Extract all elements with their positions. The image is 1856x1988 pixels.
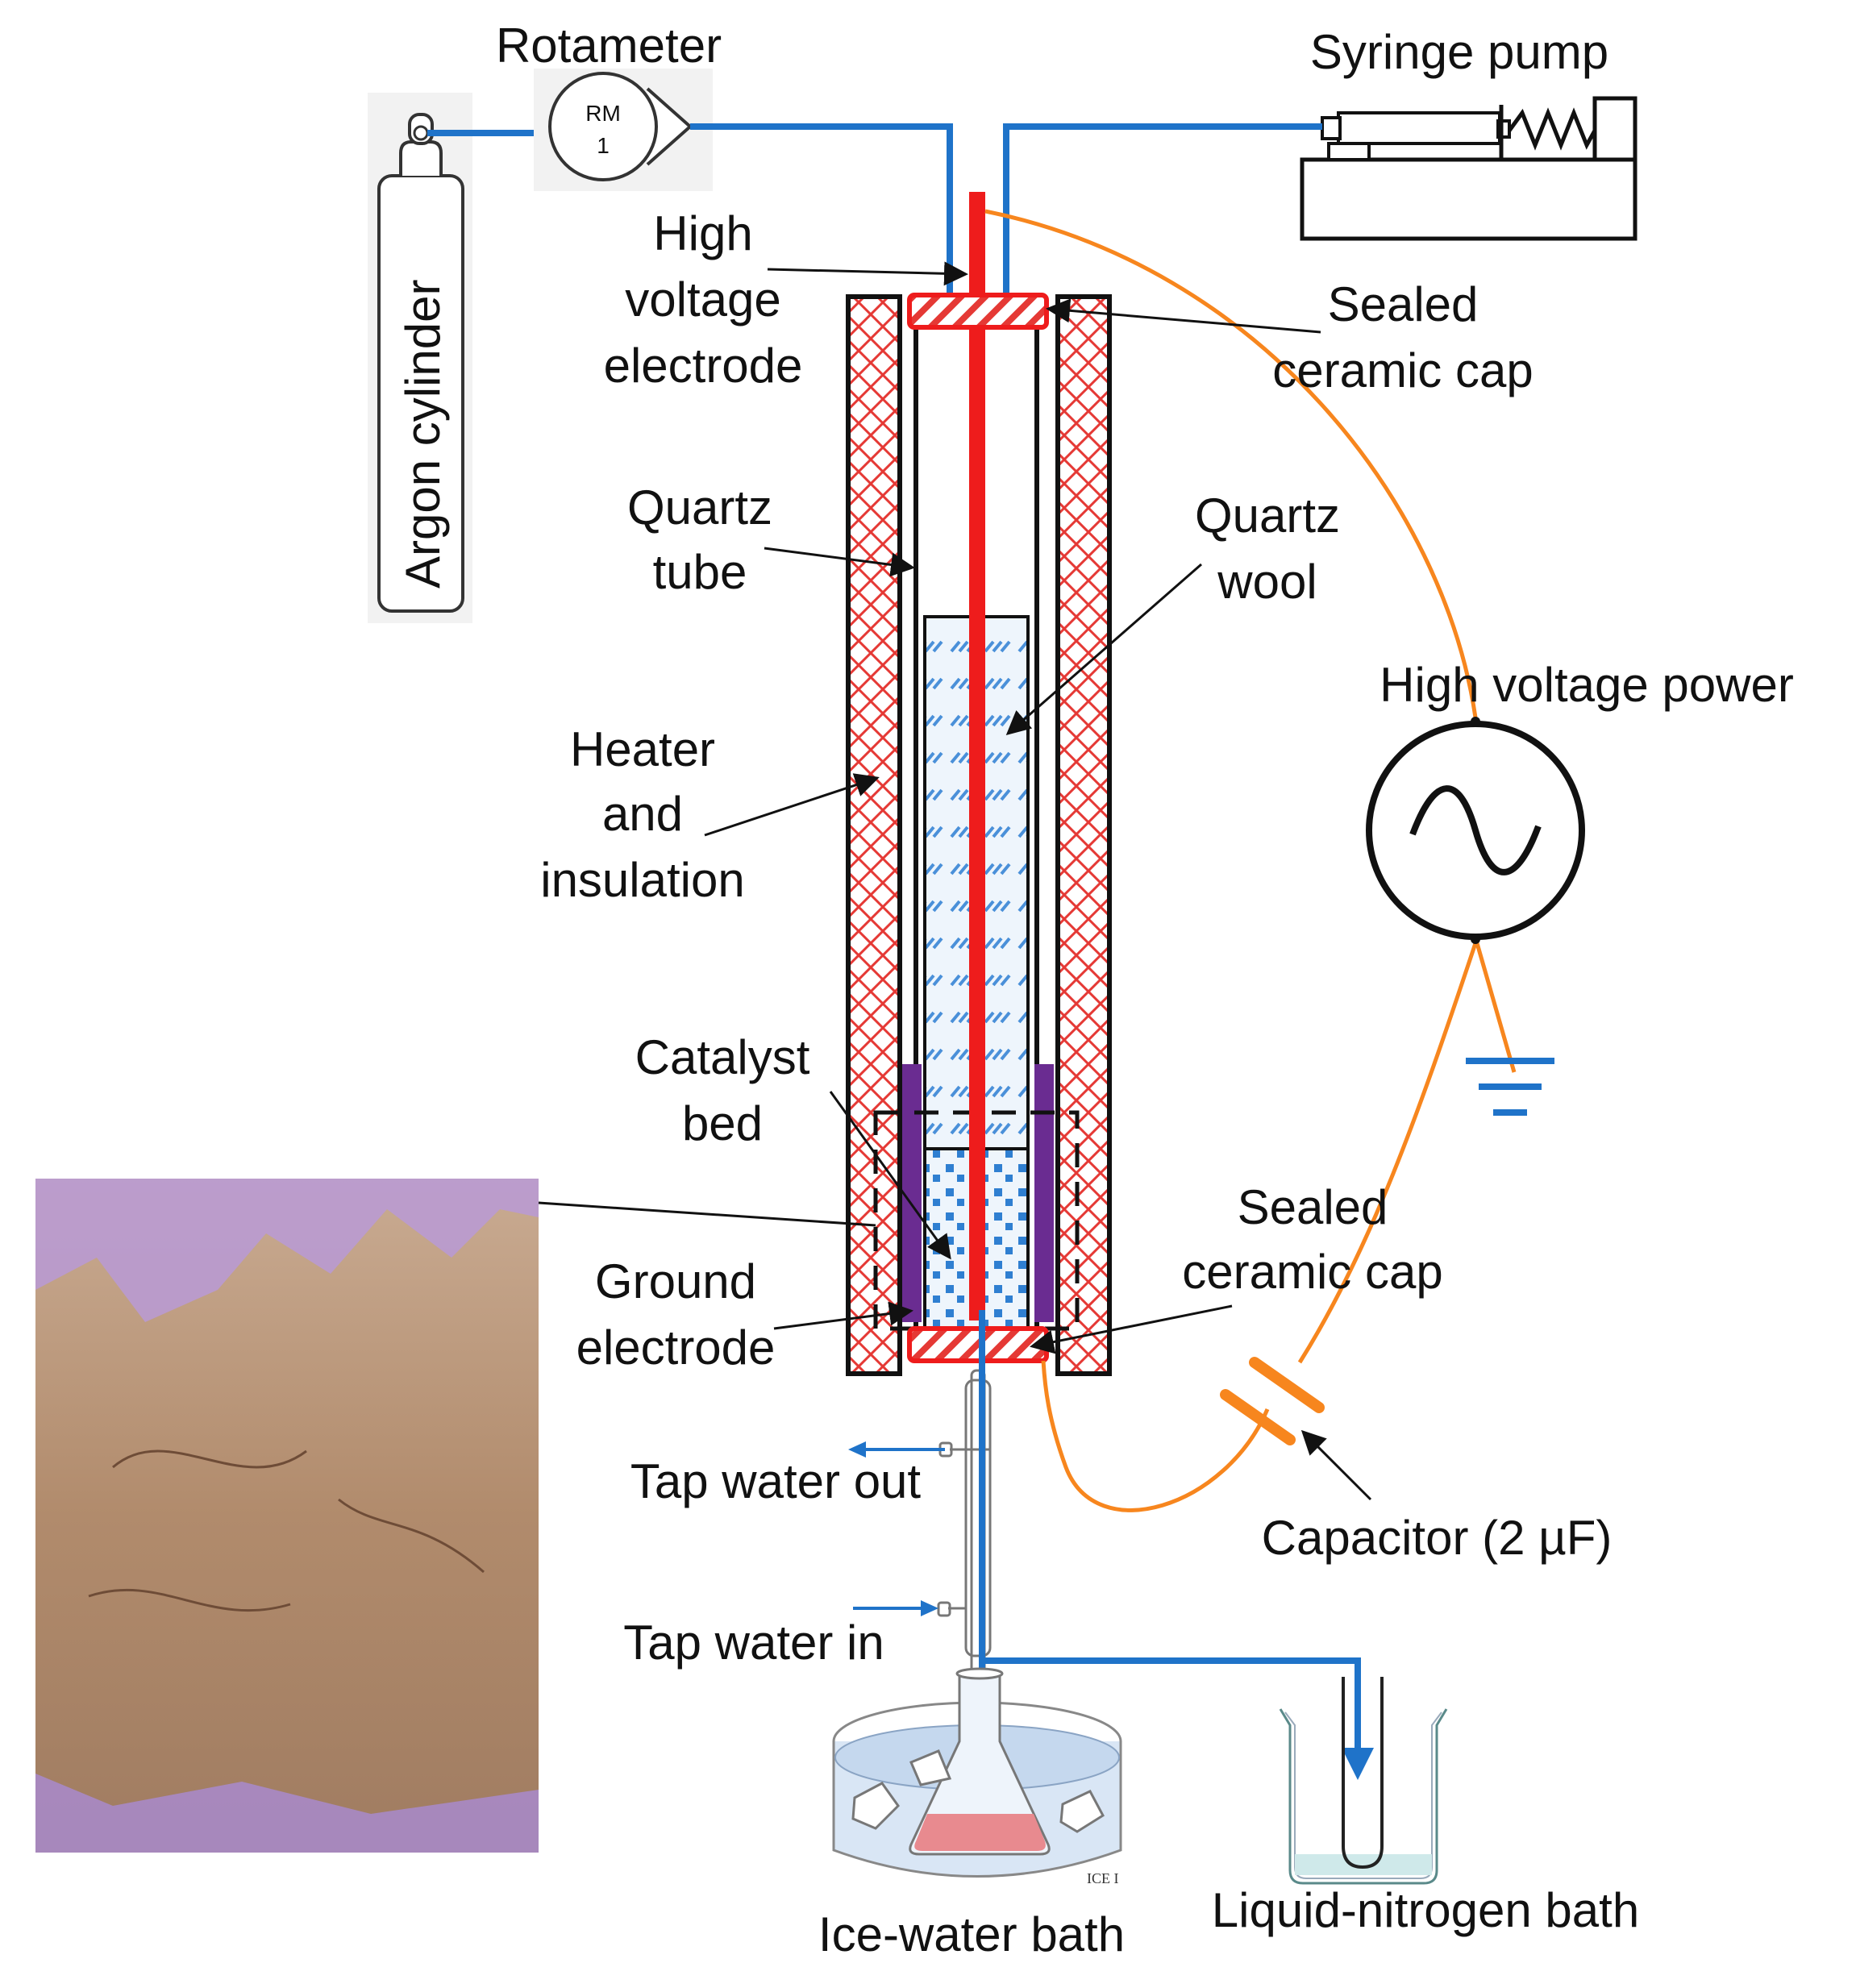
capacitor-wire-upper [1297,942,1478,1364]
top-cap-label-line2: ceramic cap [1272,343,1533,397]
quartz-wool-leader [1005,563,1202,735]
ground-electrode-label-line1: Ground [595,1254,756,1308]
capacitor-icon [1220,1357,1325,1445]
heater-leader [704,773,880,837]
ground-electrode-label-line2: electrode [576,1320,776,1375]
hv-power-label: High voltage power [1380,658,1794,712]
photo-region-outline [873,1110,1080,1331]
syringe-pump-label: Syringe pump [1310,25,1608,79]
tap-water-in-label: Tap water in [623,1616,884,1670]
syringe-feed-line [1003,123,1322,363]
quartz-tube-label-line2: tube [653,545,747,599]
capacitor-label: Capacitor (2 µF) [1262,1511,1613,1565]
quartz-wool-label-line1: Quartz [1195,489,1340,543]
quartz-tube-leader [764,547,915,577]
tap-water-in-arrow-icon [921,1600,938,1616]
quartz-tube-label-line1: Quartz [627,480,772,534]
tap-water-out-label: Tap water out [630,1454,922,1508]
tap-water-out-arrow-icon [848,1441,866,1458]
catalyst-label-line2: bed [682,1096,763,1150]
leader-lines [704,261,1372,1501]
plasma-photo-inset [35,1179,539,1853]
ice-bath-tag: ICE I [1087,1870,1119,1886]
hv-electrode-leader [767,261,968,286]
hv-supply-wire [984,209,1478,718]
rotameter-icon: RM 1 [534,69,713,191]
capacitor-leader [1300,1429,1372,1501]
ground-electrode-right [1034,1064,1054,1322]
heater-label-line3: insulation [540,853,745,907]
liquid-nitrogen-bath-icon [1279,1677,1448,1885]
bottom-cap-label-line1: Sealed [1238,1180,1388,1234]
top-cap-leader [1046,298,1321,334]
bottom-cap-leader [1030,1304,1233,1354]
photo-callout-line [538,1201,876,1227]
ground-symbol-icon [1466,1058,1554,1116]
argon-cylinder: Argon cylinder [368,93,472,623]
trap-inlet-arrow-icon [1342,1748,1374,1780]
rotameter-badge-line2: 1 [597,133,610,158]
hv-electrode-label-line1: High [653,206,752,260]
quartz-wool-label-line2: wool [1217,555,1317,609]
catalyst-leader [829,1091,951,1260]
ac-power-source-icon [1366,717,1585,944]
argon-cylinder-label: Argon cylinder [396,279,450,588]
hv-electrode-label-line2: voltage [625,272,780,326]
syringe-pump-icon [1300,96,1638,241]
ln2-bath-label: Liquid-nitrogen bath [1212,1883,1639,1937]
hv-electrode-label-line3: electrode [604,339,803,393]
bottom-ceramic-cap [907,1326,1049,1363]
ice-water-bath-icon: ICE I [832,1667,1122,1886]
ice-bath-label: Ice-water bath [818,1907,1125,1961]
catalyst-label-line1: Catalyst [635,1030,810,1084]
ground-electrode-left [902,1064,922,1322]
top-cap-label-line1: Sealed [1328,277,1479,331]
transfer-line [982,1657,1361,1756]
ground-electrode-leader [773,1301,913,1330]
power-wiring [984,209,1517,1512]
heater-label-line1: Heater [570,722,715,776]
capacitor-wire-lower [1041,1360,1270,1512]
top-ceramic-cap [907,293,1049,330]
heater-label-line2: and [602,787,683,841]
bottom-cap-label-line2: ceramic cap [1182,1245,1442,1299]
ground-wire [1475,942,1517,1073]
high-voltage-electrode [969,192,985,1320]
heater-right-wall [1055,294,1112,1376]
rotameter-badge-line1: RM [585,101,621,126]
rotameter-label: Rotameter [496,19,722,73]
